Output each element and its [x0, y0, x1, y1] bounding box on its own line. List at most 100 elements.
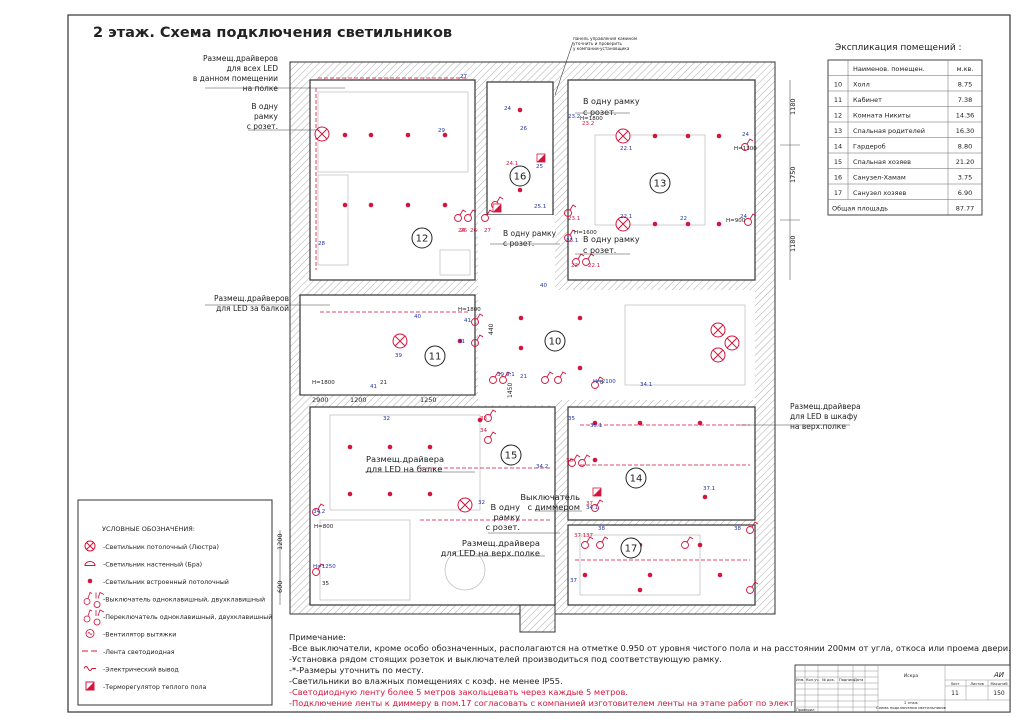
recessed-light-icon	[342, 132, 348, 138]
room-number-10: 10	[544, 330, 566, 352]
sheet-number: 11	[951, 690, 959, 697]
annotation-line: В одну	[251, 102, 278, 111]
annotation-line: у компании-установщика	[573, 46, 630, 51]
switch-icon	[564, 204, 577, 217]
recessed-light-icon	[716, 133, 722, 139]
legend-item: -Выключатель одноклавишный, двухклавишны…	[83, 591, 265, 608]
legend-label: -Выключатель одноклавишный, двухклавишны…	[103, 596, 265, 604]
fixture-label: 27	[484, 228, 491, 234]
fixture-label: 8	[600, 380, 604, 386]
annotation-line: уточнить и проверить	[573, 41, 623, 46]
fixture-label: 23.2	[582, 121, 594, 127]
fixture-label: 40	[414, 314, 421, 320]
fixture-label: 35	[322, 581, 329, 587]
room-number-14: 14	[625, 467, 647, 489]
recessed-light-icon	[87, 578, 93, 584]
legend-label: -Светильник встроенный потолочный	[103, 578, 229, 586]
switch-icon	[454, 209, 467, 222]
legend-item: -Светильник встроенный потолочный	[87, 578, 229, 586]
chandelier-icon	[392, 333, 408, 349]
fixture-label: 26	[470, 228, 477, 234]
room-area-cell: 8.80	[958, 143, 972, 151]
total-label: Общая площадь	[832, 205, 888, 213]
room-no-cell: 10	[834, 81, 842, 89]
recessed-light-icon	[387, 491, 393, 497]
explication-title: Экспликация помещений :	[835, 43, 962, 53]
fixture-label: H=2100	[593, 379, 616, 385]
switch-icon	[312, 563, 325, 576]
chandelier-icon	[710, 322, 726, 338]
room-outlines	[299, 79, 756, 606]
switch-icon	[564, 229, 577, 242]
room-17-area	[567, 524, 756, 606]
room-number-label: 10	[549, 337, 562, 348]
wall-lamp-icon	[84, 561, 96, 566]
fixture-label: 36	[566, 458, 573, 464]
room-no-cell: 15	[834, 158, 842, 166]
room-number-16: 16	[509, 165, 531, 187]
fixtures-layer	[312, 107, 759, 594]
fixture-label: 24	[504, 106, 511, 112]
room-area-cell: 14.36	[956, 112, 975, 120]
annotation-line: Размещ.драйвера	[790, 402, 861, 411]
fixture-label: 37	[586, 501, 593, 507]
room-number-label: 17	[625, 544, 638, 555]
fixture-label: 23.2	[568, 114, 580, 120]
room-number-12: 12	[411, 227, 433, 249]
legend-label: -Переключатель одноклавишный, двухклавиш…	[103, 613, 272, 621]
switch-icon	[481, 209, 494, 222]
note-line: -Светильники во влажных помещениях с коэ…	[289, 676, 563, 686]
fixture-label: 37	[570, 578, 577, 584]
annotation-line: для LED за балкой	[216, 304, 289, 313]
drawing-code: АИ	[993, 671, 1005, 679]
electrical-outlet-icon	[83, 666, 96, 671]
switch-icon	[746, 521, 759, 534]
recessed-light-icon	[405, 132, 411, 138]
legend-item: -Лента светодиодная	[82, 649, 175, 656]
fixture-label: 34.2	[536, 464, 548, 470]
recessed-light-icon	[592, 457, 598, 463]
fixture-label: 23.1	[568, 216, 580, 222]
switch-icon	[312, 503, 325, 516]
recessed-light-icon	[582, 572, 588, 578]
fixture-label: 41	[458, 339, 465, 345]
fixture-label: 32	[478, 500, 485, 506]
legend-item: -Светильник потолочный (Люстра)	[84, 540, 219, 552]
led-strips	[315, 77, 750, 561]
annotation-line: для LED на балке	[366, 464, 442, 474]
fixture-label: H=800	[314, 524, 334, 530]
fixture-label: 37	[586, 533, 593, 539]
fixture-label: 26	[520, 126, 527, 132]
annotation-line: с розет.	[485, 522, 520, 532]
room-number-label: 15	[505, 451, 518, 462]
room-name-cell: Кабинет	[853, 96, 882, 104]
note-line: -Установка рядом стоящих розеток и выклю…	[289, 654, 722, 664]
switch-icon	[596, 536, 609, 549]
room-name-cell: Санузел хозяев	[853, 189, 906, 197]
annotation-line: с розет.	[503, 239, 534, 248]
room-no-cell: 13	[834, 127, 842, 135]
title-block-header: Дата	[854, 678, 863, 682]
chandelier-icon	[457, 497, 473, 513]
recessed-light-icon	[647, 572, 653, 578]
annotation-line: В одну	[491, 502, 521, 512]
room-name-cell: Спальная родителей	[853, 127, 925, 135]
recessed-light-icon	[457, 338, 463, 344]
legend-label: -Светильник потолочный (Люстра)	[103, 543, 219, 551]
annotation-line: Размещ.драйверов	[203, 54, 278, 63]
legend-label: -Лента светодиодная	[103, 649, 175, 656]
dimension-label: 2900	[312, 396, 329, 404]
dimension-label: 1180	[789, 235, 797, 252]
